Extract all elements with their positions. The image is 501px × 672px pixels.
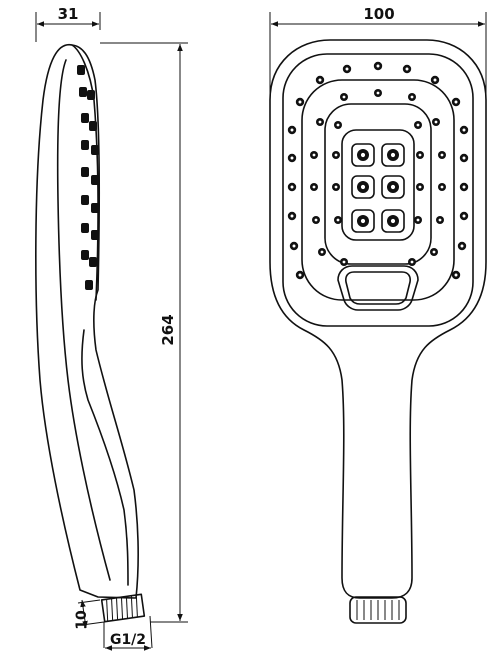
side-nozzle-bump (81, 223, 89, 233)
spray-ring-outer (301, 79, 455, 301)
massage-jet (381, 209, 405, 233)
side-view-inner-contour-2 (81, 329, 129, 586)
inner-nozzle-hole (418, 153, 422, 157)
outer-nozzle-hole (460, 244, 464, 248)
massage-jet-center-hole (360, 184, 366, 190)
outer-nozzle-hole (454, 273, 458, 277)
outer-nozzle-hole (298, 100, 302, 104)
dimension-thread-length: 10 (74, 599, 105, 630)
outer-nozzle-hole (345, 67, 349, 71)
massage-jet-center-hole (360, 152, 366, 158)
side-nozzle-bump (81, 195, 89, 205)
front-view-outline (269, 39, 487, 599)
front-view-nozzles (287, 61, 469, 280)
massage-jet (351, 175, 375, 199)
side-view-outline (35, 43, 139, 599)
middle-nozzle-hole (342, 260, 346, 264)
outer-nozzle-hole (462, 128, 466, 132)
middle-nozzle-hole (342, 95, 346, 99)
middle-nozzle-hole (434, 120, 438, 124)
side-nozzle-bump (89, 121, 97, 131)
dimension-side-depth: 31 (35, 5, 101, 42)
inner-nozzle-hole (416, 123, 420, 127)
outer-nozzle-hole (462, 185, 466, 189)
massage-zone (341, 129, 415, 241)
outer-nozzle-hole (405, 67, 409, 71)
side-view: 31 264 10 G1/2 (35, 5, 188, 651)
middle-nozzle-hole (312, 153, 316, 157)
dim-label-face-width: 100 (363, 5, 394, 23)
side-nozzle-bump (81, 250, 89, 260)
outer-nozzle-hole (376, 64, 380, 68)
middle-nozzle-hole (320, 250, 324, 254)
outer-nozzle-hole (462, 214, 466, 218)
middle-nozzle-hole (314, 218, 318, 222)
side-nozzle-bump (77, 65, 85, 75)
spray-plate-outline (282, 53, 474, 327)
middle-nozzle-hole (432, 250, 436, 254)
outer-nozzle-hole (318, 78, 322, 82)
side-nozzle-bump (89, 257, 97, 267)
middle-nozzle-hole (376, 91, 380, 95)
outer-nozzle-hole (298, 273, 302, 277)
side-view-face-edge (71, 44, 99, 301)
inner-nozzle-hole (416, 218, 420, 222)
dimension-total-length: 264 (100, 42, 188, 623)
inner-nozzle-hole (334, 185, 338, 189)
outer-nozzle-hole (290, 214, 294, 218)
outer-nozzle-hole (290, 128, 294, 132)
dimension-thread-size: G1/2 (103, 615, 153, 651)
middle-nozzle-hole (438, 218, 442, 222)
outer-nozzle-hole (433, 78, 437, 82)
middle-nozzle-hole (440, 185, 444, 189)
massage-jet (351, 143, 375, 167)
massage-jet (381, 175, 405, 199)
massage-jet-center-hole (390, 152, 396, 158)
massage-jet-center-hole (390, 184, 396, 190)
side-view-thread (100, 593, 146, 623)
dim-label-thread-length: 10 (74, 610, 90, 630)
mode-selector-button[interactable] (337, 265, 419, 311)
dim-label-total-length: 264 (159, 314, 177, 345)
massage-jet (381, 143, 405, 167)
inner-nozzle-hole (334, 153, 338, 157)
side-nozzle-bump (91, 175, 99, 185)
front-view-thread (349, 596, 407, 624)
dim-label-side-depth: 31 (58, 5, 79, 23)
inner-nozzle-hole (336, 123, 340, 127)
side-nozzle-bump (81, 167, 89, 177)
side-nozzle-bump (91, 145, 99, 155)
side-nozzle-bump (79, 87, 87, 97)
massage-jet (351, 209, 375, 233)
massage-jet-center-hole (360, 218, 366, 224)
side-view-nozzles (77, 65, 99, 290)
middle-nozzle-hole (312, 185, 316, 189)
dimension-face-width: 100 (269, 5, 487, 98)
side-nozzle-bump (87, 90, 95, 100)
outer-nozzle-hole (290, 156, 294, 160)
outer-nozzle-hole (290, 185, 294, 189)
outer-nozzle-hole (462, 156, 466, 160)
dim-label-thread-size: G1/2 (110, 632, 146, 648)
outer-nozzle-hole (454, 100, 458, 104)
side-nozzle-bump (81, 140, 89, 150)
inner-nozzle-hole (336, 218, 340, 222)
side-nozzle-bump (85, 280, 93, 290)
side-nozzle-bump (91, 230, 99, 240)
side-nozzle-bump (81, 113, 89, 123)
middle-nozzle-hole (440, 153, 444, 157)
inner-nozzle-hole (418, 185, 422, 189)
outer-nozzle-hole (292, 244, 296, 248)
side-view-inner-contour (56, 59, 111, 581)
front-view: 100 (269, 5, 487, 624)
spray-ring-inner (324, 103, 432, 265)
massage-jet-center-hole (390, 218, 396, 224)
side-nozzle-bump (91, 203, 99, 213)
middle-nozzle-hole (410, 260, 414, 264)
middle-nozzle-hole (318, 120, 322, 124)
middle-nozzle-hole (410, 95, 414, 99)
